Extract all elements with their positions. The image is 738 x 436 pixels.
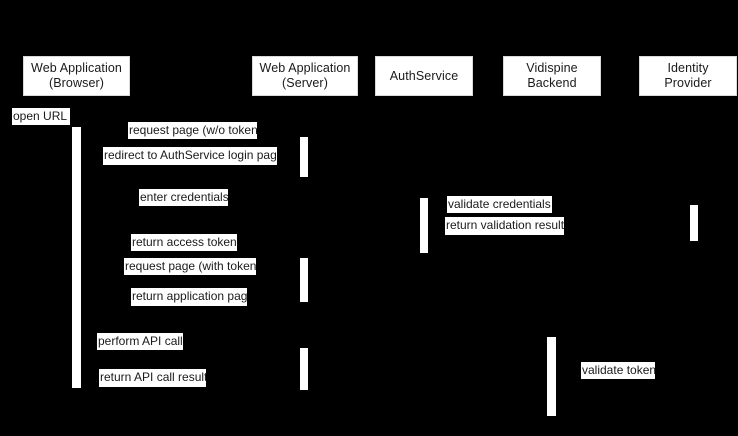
activation-bar-identity-provider: [690, 205, 698, 241]
message-return-application-page: return application page: [131, 288, 247, 306]
participant-identity-provider[interactable]: Identity Provider: [639, 56, 737, 96]
participant-label-line2: (Server): [282, 76, 328, 90]
message-validate-token: validate token: [581, 362, 655, 379]
participant-authservice[interactable]: AuthService: [375, 56, 473, 96]
message-enter-credentials: enter credentials: [139, 189, 228, 206]
message-redirect-to-authservice-login-page: redirect to AuthService login page: [103, 147, 277, 165]
participant-label-line1: Vidispine: [526, 61, 578, 75]
activation-bar-server-1: [300, 137, 308, 177]
participant-label-line1: AuthService: [389, 68, 459, 83]
activation-bar-server-2: [300, 258, 308, 302]
message-request-page-without-token: request page (w/o token): [128, 122, 257, 139]
participant-label-line1: Web Application: [259, 61, 351, 75]
message-return-validation-result: return validation result: [445, 217, 564, 235]
activation-bar-vidispine: [547, 337, 556, 416]
activation-bar-browser: [72, 127, 81, 388]
message-request-page-with-token: request page (with token): [124, 258, 256, 275]
participant-server[interactable]: Web Application (Server): [252, 56, 358, 96]
message-open-url: open URL: [12, 108, 70, 125]
participant-label-line2: Provider: [664, 76, 712, 90]
message-perform-api-call: perform API calll: [97, 333, 183, 350]
participant-label-line1: Web Application: [31, 61, 122, 75]
message-return-api-call-result: return API call result: [99, 369, 206, 387]
message-return-access-token: return access token: [131, 234, 237, 251]
participant-label-line2: Backend: [527, 76, 577, 90]
activation-bar-server-3: [300, 348, 308, 390]
participant-label-line1: Identity: [667, 61, 709, 75]
participant-vidispine-backend[interactable]: Vidispine Backend: [503, 56, 601, 96]
message-validate-credentials: validate credentials: [447, 196, 552, 213]
participant-browser[interactable]: Web Application (Browser): [23, 56, 130, 96]
participant-label-line2: (Browser): [48, 76, 105, 90]
activation-bar-authservice: [420, 198, 428, 253]
